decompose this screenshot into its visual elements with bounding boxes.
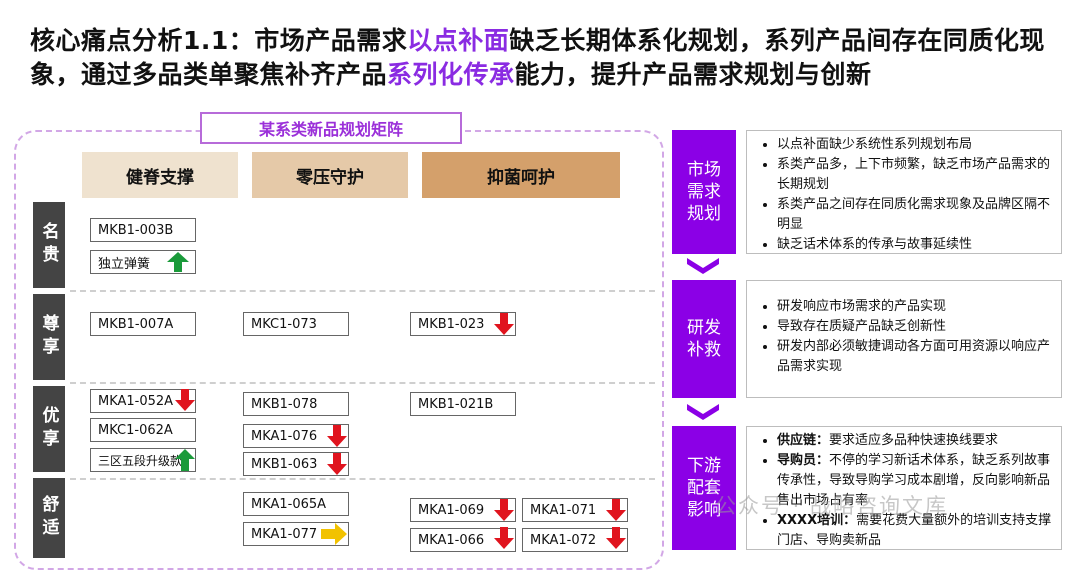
watermark: 公众号 · 战略咨询文库 [715,494,949,518]
bullet-keyword: XXXX培训： [777,513,857,528]
row-separator [70,478,655,480]
row-separator [70,382,655,384]
matrix-cell: 三区五段升级款 [90,448,196,472]
side-label-line: 下游 [687,456,721,476]
matrix-cell: MKB1-021B [410,392,516,416]
title-highlight: 以点补面 [407,26,510,55]
bullet-item: 导购员：不停的学习新话术体系，缺乏系列故事传承性，导致导购学习成本剧增，反向影响… [777,451,1053,511]
bullet-item: 研发响应市场需求的产品实现 [777,297,1053,317]
matrix-cell: MKA1-076 [243,424,349,448]
matrix-cell: MKB1-078 [243,392,349,416]
arrow-down-icon [327,425,347,447]
row-label-comfort: 舒适 [33,478,65,558]
matrix-title: 某系类新品规划矩阵 [200,112,462,144]
arrow-down-icon [175,389,195,411]
side-label-line: 影响 [687,500,721,520]
arrow-right-icon [321,523,347,545]
bullet-item: 导致存在质疑产品缺乏创新性 [777,317,1053,337]
title-part: 缺乏长期体系化规划，系列产品间存在同质化现象，通过多品类单聚焦补齐产品 [30,26,1045,89]
row-label-premium: 名贵 [33,202,65,288]
side-label-rd-remedy: 研发补救 [672,280,736,398]
bullet-item: 以点补面缺少系统性系列规划布局 [777,135,1053,155]
arrow-down-icon [494,499,514,521]
bullet-text: 不停的学习新话术体系，缺乏系列故事传承性，导致导购学习成本剧增，反向影响新品售出… [777,453,1051,508]
title-part: 能力，提升产品需求规划与创新 [514,60,872,89]
bullet-list-downstream: 供应链：要求适应多品种快速换线要求 导购员：不停的学习新话术体系，缺乏系列故事传… [746,426,1062,550]
side-label-line: 研发 [687,318,721,338]
side-label-line: 补救 [687,340,721,360]
chevron-down-icon [687,404,719,420]
bullet-text: 需要花费大量额外的培训支持支撑门店、导购卖新品 [777,513,1052,548]
bullet-item: XXXX培训：需要花费大量额外的培训支持支撑门店、导购卖新品 [777,511,1053,551]
matrix-cell: MKB1-023 [410,312,516,336]
bullet-item: 系类产品之间存在同质化需求现象及品牌区隔不明显 [777,195,1053,235]
side-label-line: 配套 [687,478,721,498]
arrow-down-icon [494,313,514,335]
side-label-line: 规划 [687,204,721,224]
bullet-list-rd-remedy: 研发响应市场需求的产品实现 导致存在质疑产品缺乏创新性 研发内部必须敏捷调动各方… [746,280,1062,398]
page-title: 核心痛点分析1.1：市场产品需求以点补面缺乏长期体系化规划，系列产品间存在同质化… [30,24,1060,92]
column-header-zero-pressure: 零压守护 [252,152,408,198]
arrow-down-icon [606,499,626,521]
row-separator [70,290,655,292]
bullet-keyword: 供应链： [777,433,830,448]
arrow-down-icon [327,453,347,475]
matrix-cell: MKA1-065A [243,492,349,516]
column-header-antibacterial: 抑菌呵护 [422,152,620,198]
matrix-cell: MKB1-007A [90,312,196,336]
side-label-line: 需求 [687,182,721,202]
matrix-cell: MKC1-073 [243,312,349,336]
matrix-cell: MKC1-062A [90,418,196,442]
column-header-spine: 健脊支撑 [82,152,238,198]
bullet-item: 供应链：要求适应多品种快速换线要求 [777,431,1053,451]
bullet-item: 缺乏话术体系的传承与故事延续性 [777,235,1053,255]
bullet-keyword: 导购员： [777,453,830,468]
row-label-superior: 优享 [33,386,65,472]
arrow-up-icon [167,252,189,272]
bullet-item: 研发内部必须敏捷调动各方面可用资源以响应产品需求实现 [777,337,1053,377]
side-label-line: 市场 [687,160,721,180]
bullet-text: 要求适应多品种快速换线要求 [829,433,999,448]
bullet-list-market-demand: 以点补面缺少系统性系列规划布局 系类产品多，上下市频繁，缺乏市场产品需求的长期规… [746,130,1062,254]
row-label-exclusive: 尊享 [33,294,65,380]
matrix-cell: MKB1-063 [243,452,349,476]
arrow-down-icon [606,527,626,549]
bullet-item: 系类产品多，上下市频繁，缺乏市场产品需求的长期规划 [777,155,1053,195]
chevron-down-icon [687,258,719,274]
side-label-downstream: 下游配套影响 [672,426,736,550]
arrow-up-icon [175,449,195,471]
arrow-down-icon [494,527,514,549]
matrix-cell: MKA1-071 [522,498,628,522]
matrix-cell: MKB1-003B [90,218,196,242]
side-label-market-demand: 市场需求规划 [672,130,736,254]
title-part: 核心痛点分析1.1：市场产品需求 [30,26,408,55]
title-highlight: 系列化传承 [387,60,515,89]
